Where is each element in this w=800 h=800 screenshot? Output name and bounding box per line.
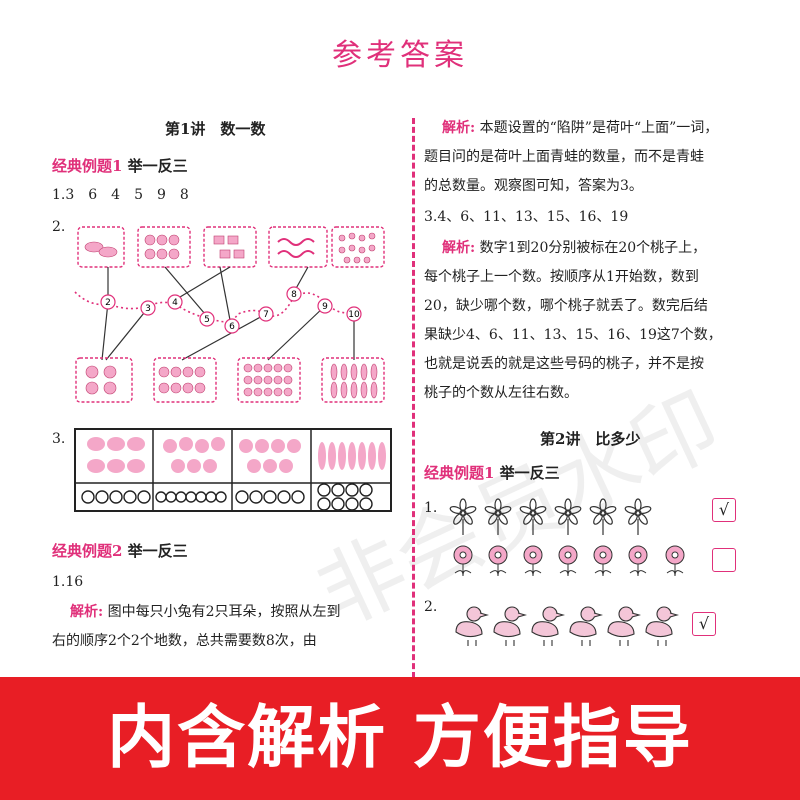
promo-banner-text: 内含解析 方便指导 <box>107 699 693 778</box>
picture-box <box>203 226 257 268</box>
path-number-markers: 2 3 4 5 6 7 8 9 10 <box>100 286 362 334</box>
page-title: 参考答案 <box>332 38 468 73</box>
right-analysis-line1: 解析: 本题设置的“陷阱”是荷叶“上面”一词， <box>442 114 718 143</box>
analysis-label: 解析: <box>70 604 104 620</box>
path-number: 7 <box>263 310 269 320</box>
analysis-text: 图中每只小兔有2只耳朵，按照从左到 <box>107 604 341 620</box>
left-ans1: 1.16 <box>52 574 84 590</box>
left-q2: 2. <box>52 219 66 235</box>
extra-pink-flower <box>665 545 685 577</box>
picture-box <box>77 226 125 268</box>
bottom-picture-boxes <box>75 357 385 403</box>
section1-title: 第1讲 数一数 <box>165 120 266 138</box>
column-divider <box>412 118 415 678</box>
picture-box <box>237 357 301 403</box>
answer-checkbox-checked[interactable]: √ <box>712 498 736 522</box>
flower-comparison <box>449 498 652 577</box>
right-analysis2-line5: 也就是说丢的就是这些号码的桃子，并不是按 <box>424 356 704 372</box>
left-q3: 3. <box>52 431 66 447</box>
analysis-text: 本题设置的“陷阱”是荷叶“上面”一词， <box>479 120 719 136</box>
path-number: 3 <box>145 304 151 314</box>
path-number: 9 <box>322 302 328 312</box>
table-picture-items <box>87 437 386 473</box>
analysis-label: 解析: <box>442 120 476 136</box>
answer-checkbox-empty[interactable] <box>712 548 736 572</box>
right-example-label: 经典例题1 <box>424 464 495 482</box>
path-marker: 3 <box>140 300 156 316</box>
path-marker: 7 <box>258 306 274 322</box>
example2-heading: 经典例题2 举一反三 <box>52 540 188 561</box>
right-analysis2-line1: 解析: 数字1到20分别被标在20个桃子上， <box>442 234 706 263</box>
right-analysis-line2: 题目问的是荷叶上面青蛙的数量，而不是青蛙 <box>424 149 704 165</box>
path-number: 10 <box>348 310 360 320</box>
right-example-heading: 经典例题1 举一反三 <box>424 462 560 483</box>
path-marker: 2 <box>100 294 116 310</box>
example2-label: 经典例题2 <box>52 542 123 560</box>
path-marker: 10 <box>346 306 362 322</box>
top-picture-boxes <box>77 226 385 268</box>
right-q2: 2. <box>424 599 438 615</box>
right-analysis2-line6: 桃子的个数从左往右数。 <box>424 385 578 401</box>
picture-box <box>331 226 385 268</box>
path-marker: 6 <box>224 318 240 334</box>
example1-label: 经典例题1 <box>52 157 123 175</box>
duck-answer-checkbox[interactable]: √ <box>692 612 716 636</box>
table-count-circles <box>81 483 373 511</box>
path-marker: 4 <box>167 294 183 310</box>
right-analysis2-line3: 20，缺少哪个数，哪个桃子就丢了。数完后结 <box>424 298 708 314</box>
counting-table <box>74 428 392 512</box>
right-analysis-line3: 的总数量。观察图可知，答案为3。 <box>424 178 643 194</box>
duck-row <box>455 606 680 646</box>
dotted-path <box>74 291 355 323</box>
right-example-suffix: 举一反三 <box>499 464 560 482</box>
right-analysis2-line4: 果缺少4、6、11、13、15、16、19这7个数， <box>424 327 722 343</box>
analysis-label: 解析: <box>442 240 476 256</box>
path-number: 5 <box>204 315 210 325</box>
path-number: 6 <box>229 322 235 332</box>
bottom-picture-items <box>85 363 378 399</box>
picture-box <box>137 226 191 268</box>
path-marker: 8 <box>286 286 302 302</box>
picture-box <box>153 357 217 403</box>
right-q1: 1. <box>424 500 438 516</box>
left-analysis-line1: 解析: 图中每只小兔有2只耳朵，按照从左到 <box>70 598 341 627</box>
connector-lines <box>101 266 355 361</box>
path-marker: 9 <box>317 298 333 314</box>
picture-box <box>268 226 328 268</box>
example2-suffix: 举一反三 <box>127 542 188 560</box>
counting-path-diagram: 2 3 4 5 6 7 8 9 10 <box>74 226 385 403</box>
path-marker: 5 <box>199 311 215 327</box>
example1-heading: 经典例题1 举一反三 <box>52 155 188 176</box>
path-number: 2 <box>105 298 111 308</box>
promo-banner <box>0 677 800 800</box>
pink-flowers <box>453 545 648 577</box>
path-number: 8 <box>291 290 297 300</box>
top-picture-items <box>84 232 376 264</box>
section2-title: 第2讲 比多少 <box>540 430 641 448</box>
picture-box <box>75 357 133 403</box>
example1-suffix: 举一反三 <box>127 157 188 175</box>
analysis-text: 数字1到20分别被标在20个桃子上， <box>479 240 707 256</box>
right-analysis2-line2: 每个桃子上一个数。按顺序从1开始数，数到 <box>424 269 699 285</box>
left-q1: 1.3 6 4 5 9 8 <box>52 187 189 203</box>
picture-box <box>321 357 385 403</box>
right-q3: 3.4、6、11、13、15、16、19 <box>424 209 629 225</box>
ducks <box>455 606 680 646</box>
left-analysis-line2: 右的顺序2个2个地数，总共需要数8次，由 <box>52 633 317 649</box>
path-number: 4 <box>172 298 178 308</box>
outline-flowers <box>449 498 652 535</box>
